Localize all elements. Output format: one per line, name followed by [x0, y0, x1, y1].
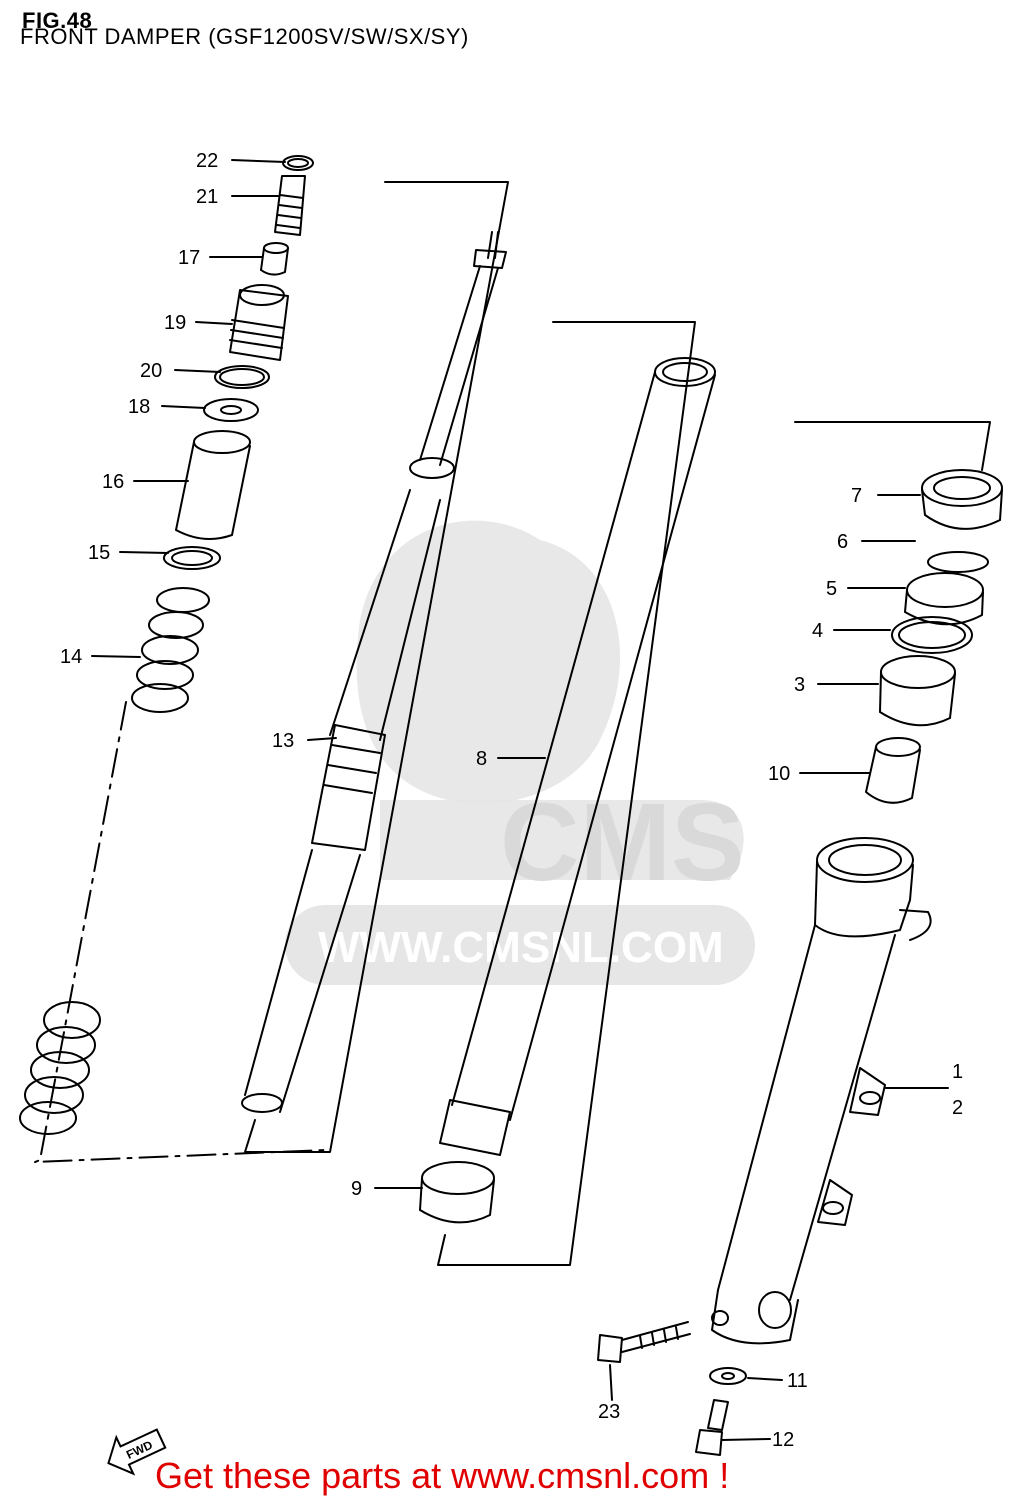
callout-12: 12 [772, 1429, 794, 1451]
callout-19: 19 [164, 312, 186, 334]
callout-23: 23 [598, 1401, 620, 1423]
callout-10: 10 [768, 763, 790, 785]
watermark: CMS WWW.CMSNL.COM [285, 520, 755, 985]
watermark-url: WWW.CMSNL.COM [318, 923, 724, 972]
callout-2: 2 [952, 1097, 963, 1119]
callout-22: 22 [196, 150, 218, 172]
footer-parts-link[interactable]: Get these parts at www.cmsnl.com ! [155, 1455, 730, 1496]
panel-frame-spring [244, 181, 509, 1153]
callout-4: 4 [812, 620, 823, 642]
callout-16: 16 [102, 471, 124, 493]
callout-15: 15 [88, 542, 110, 564]
callout-21: 21 [196, 186, 218, 208]
callout-9: 9 [351, 1178, 362, 1200]
callout-17: 17 [178, 247, 200, 269]
fwd-arrow-icon: FWD [107, 1428, 167, 1476]
panel-frame-lower [794, 421, 991, 471]
callout-6: 6 [837, 531, 848, 553]
figure-number: FIG.48 [22, 8, 93, 33]
callout-11: 11 [787, 1370, 808, 1392]
watermark-brand: CMS [500, 781, 744, 904]
callout-labels: 22 21 17 19 20 18 16 15 14 13 8 7 6 5 4 … [60, 150, 963, 1451]
callout-7: 7 [851, 485, 862, 507]
callout-13: 13 [272, 730, 294, 752]
callout-14: 14 [60, 646, 82, 668]
figure-title: FRONT DAMPER (GSF1200SV/SW/SX/SY) [20, 24, 469, 49]
panel-frame-left [34, 701, 326, 1163]
callout-8: 8 [476, 748, 487, 770]
callout-5: 5 [826, 578, 837, 600]
callout-18: 18 [128, 396, 150, 418]
callout-3: 3 [794, 674, 805, 696]
callout-1: 1 [952, 1061, 963, 1083]
panel-frame-outer-tube [437, 321, 696, 1266]
callout-20: 20 [140, 360, 162, 382]
